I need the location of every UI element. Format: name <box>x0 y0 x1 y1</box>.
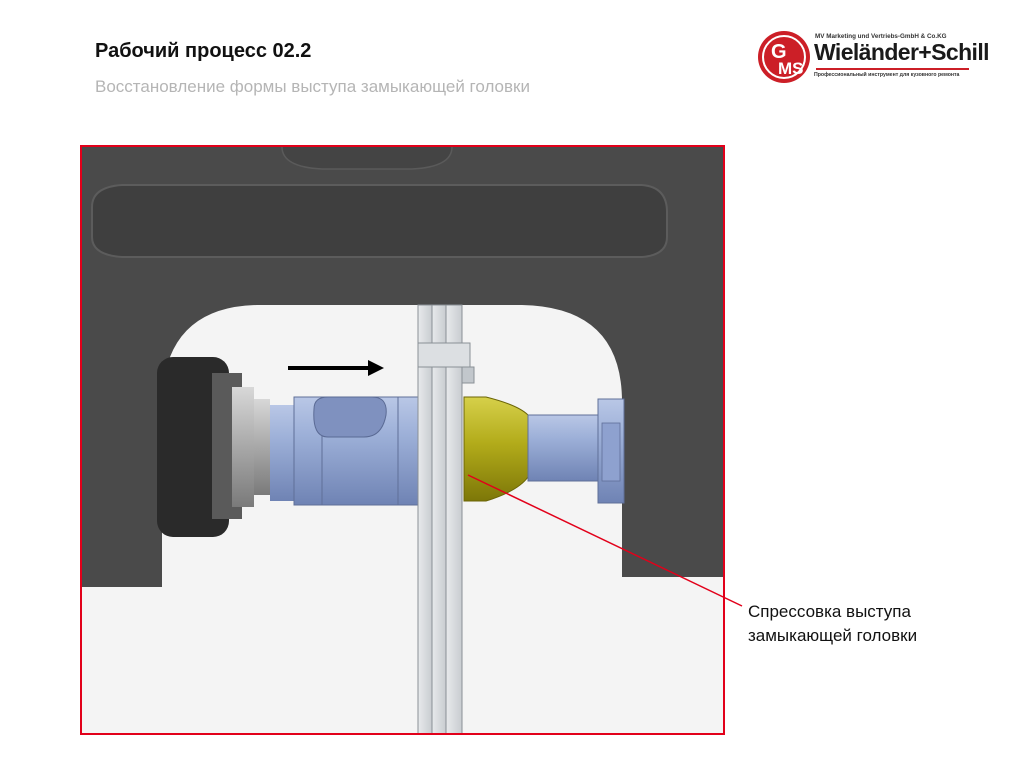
page-subtitle: Восстановление формы выступа замыкающей … <box>95 77 530 96</box>
logo-name: Wieländer+Schill <box>814 39 990 65</box>
svg-text:G: G <box>771 41 787 63</box>
tool-illustration <box>82 147 723 733</box>
logo-tagline: MV Marketing und Vertriebs-GmbH & Co.KG <box>815 33 947 40</box>
callout-label-line2: замыкающей головки <box>748 626 918 645</box>
svg-text:MS: MS <box>778 59 804 78</box>
callout-label-line1: Спрессовка выступа <box>748 602 911 621</box>
logo-underline <box>816 68 969 70</box>
page-title: Рабочий процесс 02.2 <box>95 40 312 62</box>
right-arrow-icon <box>288 360 384 376</box>
logo-description: Профессиональный инструмент для кузовног… <box>814 72 960 78</box>
callout-label: Спрессовка выступа замыкающей головки <box>748 600 917 648</box>
gms-logo-icon: G MS <box>758 31 810 83</box>
company-logo: G MS MV Marketing und Vertriebs-GmbH & C… <box>756 28 990 86</box>
illustration-frame <box>80 145 725 735</box>
